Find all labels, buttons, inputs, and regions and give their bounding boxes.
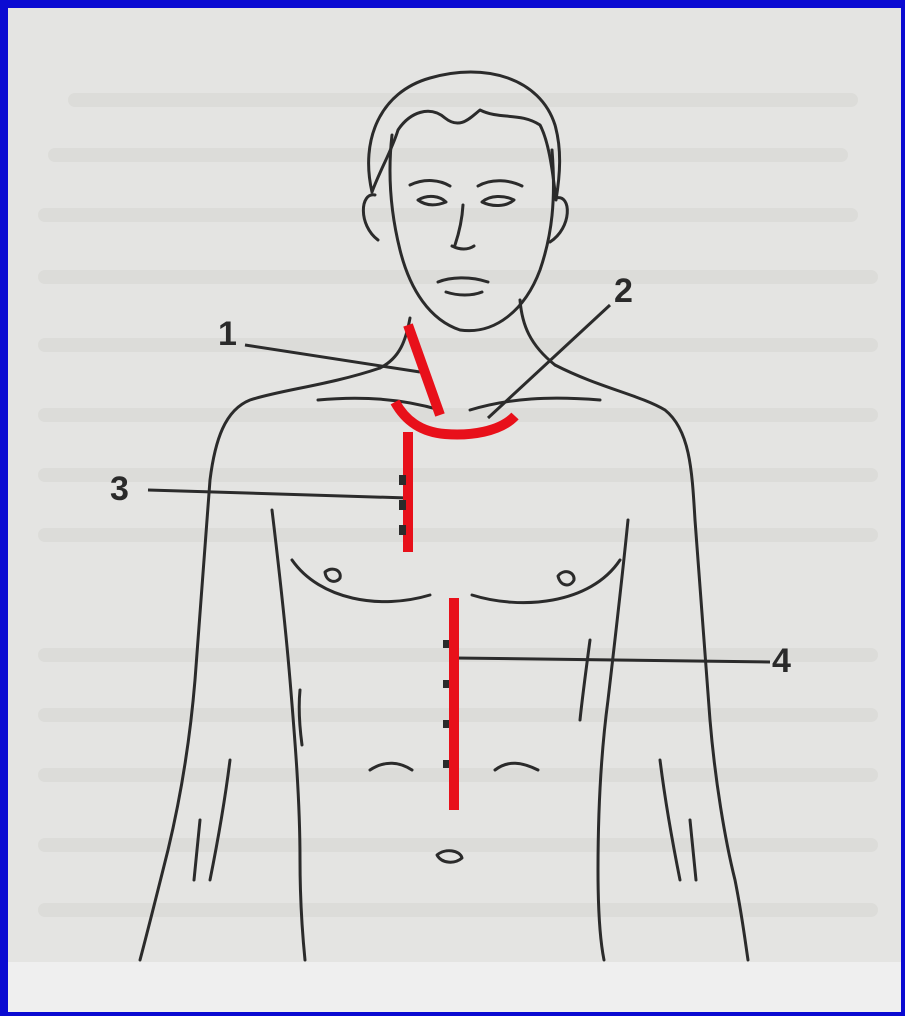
tick-mark xyxy=(443,760,449,768)
right-eye xyxy=(482,196,514,205)
leader-line-2 xyxy=(488,305,610,418)
left-forearm-inner xyxy=(194,760,230,880)
left-shoulder-arm xyxy=(140,368,380,960)
navel xyxy=(437,851,462,862)
callout-label-3: 3 xyxy=(110,470,129,508)
left-nipple xyxy=(325,569,340,581)
callout-label-2: 2 xyxy=(614,272,633,310)
face-outline xyxy=(390,135,553,331)
incision-lines xyxy=(395,325,515,810)
right-eyebrow xyxy=(478,181,522,186)
incision-suprasternal-arc xyxy=(395,402,515,434)
pectoral-lines xyxy=(292,560,620,603)
tick-mark xyxy=(443,720,449,728)
human-figure-sketch xyxy=(140,72,748,960)
callout-label-1: 1 xyxy=(218,315,237,353)
tick-mark xyxy=(443,640,449,648)
tick-mark xyxy=(399,525,406,535)
left-eyebrow xyxy=(410,181,450,186)
mouth xyxy=(438,278,488,295)
left-ear xyxy=(363,195,378,240)
tick-mark xyxy=(443,680,449,688)
right-nipple xyxy=(558,572,574,585)
tick-mark xyxy=(399,475,406,485)
leader-line-3 xyxy=(148,490,408,498)
nose xyxy=(452,205,474,249)
right-forearm-inner xyxy=(660,760,696,880)
leader-line-4 xyxy=(455,658,770,662)
left-eye xyxy=(418,196,446,204)
hair-outline xyxy=(369,72,560,200)
right-torso-side xyxy=(598,520,628,960)
tick-mark xyxy=(399,500,406,510)
clavicles xyxy=(318,398,600,410)
callout-label-4: 4 xyxy=(772,642,791,680)
